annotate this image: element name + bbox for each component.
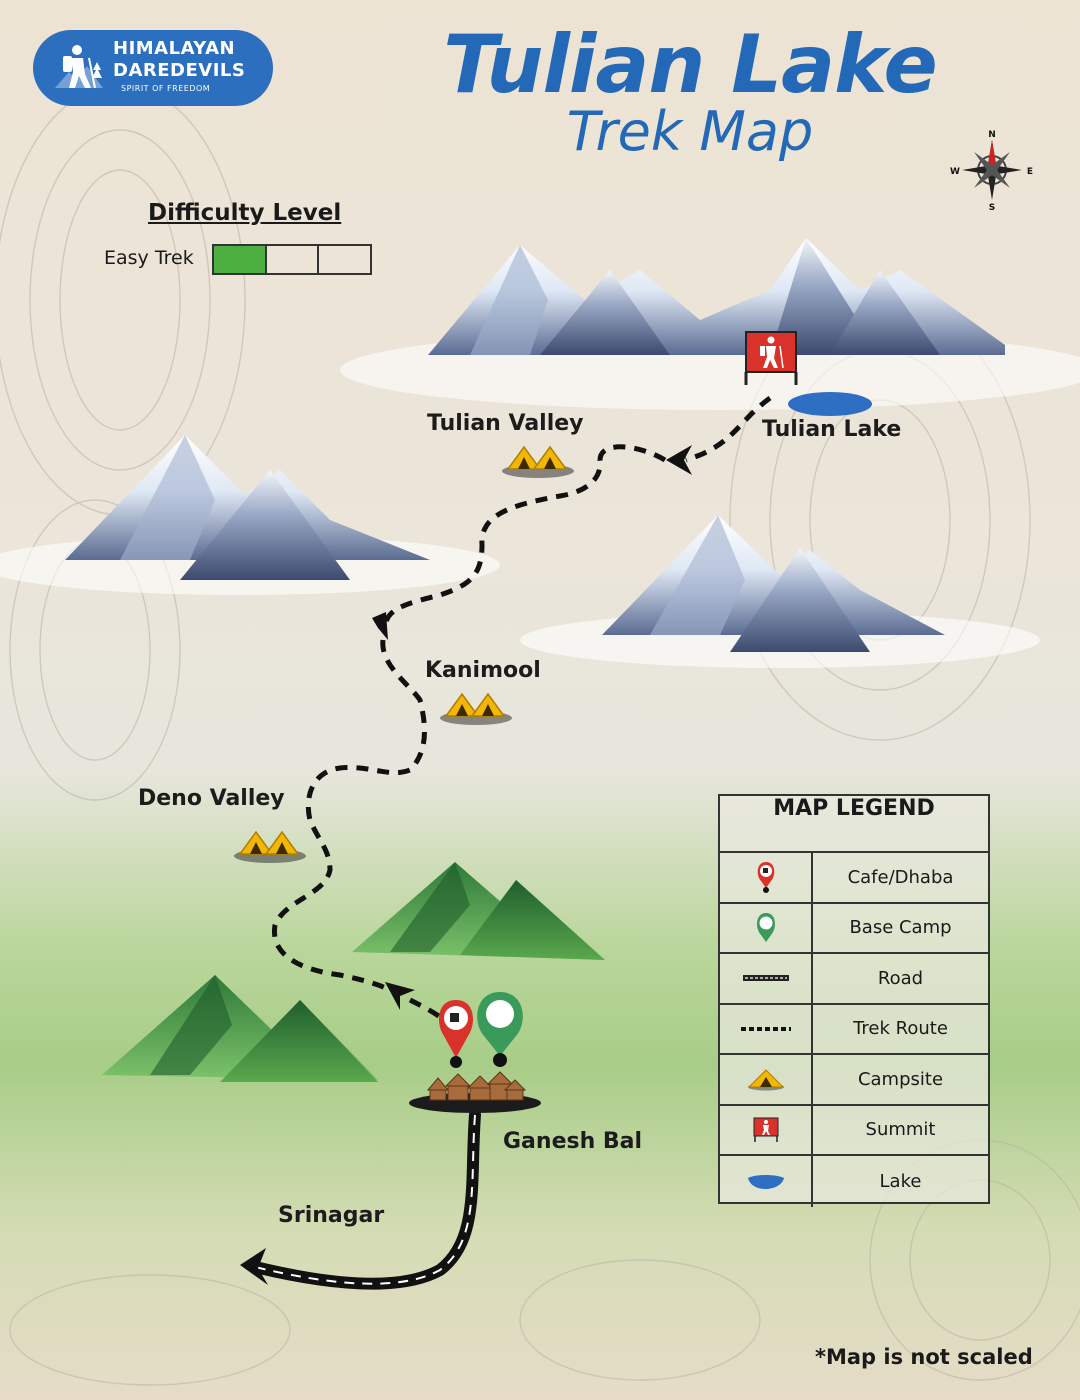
legend-row: Summit: [720, 1105, 988, 1156]
legend-label: Campsite: [857, 1068, 944, 1090]
trek-arrow-icon: [385, 982, 415, 1010]
ganesh-bal-base: [409, 1071, 541, 1113]
trek-arrows: [372, 445, 692, 1010]
label-tulian-valley: Tulian Valley: [427, 411, 584, 436]
compass-s: S: [989, 203, 995, 213]
road-arrow-icon: [240, 1248, 268, 1285]
base-camp-pin-icon: [756, 912, 775, 942]
trek-arrow-icon: [666, 445, 692, 475]
label-ganesh-bal: Ganesh Bal: [503, 1129, 643, 1154]
brand-tagline: SPIRIT OF FREEDOM: [121, 84, 211, 93]
compass-icon: N S E W: [950, 130, 1033, 213]
tulian-lake-icon: [788, 392, 872, 416]
summit-flag-icon: [753, 1117, 778, 1142]
legend-row: Campsite: [720, 1055, 988, 1106]
snow-mountains-west: [65, 435, 430, 580]
trek-arrow-icon: [372, 612, 388, 640]
compass-w: W: [950, 167, 960, 177]
difficulty-heading: Difficulty Level: [148, 200, 342, 226]
compass-e: E: [1027, 167, 1033, 177]
legend-label: Road: [877, 967, 924, 989]
legend-label: Cafe/Dhaba: [847, 866, 954, 888]
difficulty-cell: [319, 246, 370, 273]
legend-label: Base Camp: [849, 917, 952, 939]
label-srinagar: Srinagar: [278, 1203, 385, 1228]
page-title: Tulian Lake: [443, 18, 937, 111]
legend-title: MAP LEGEND: [720, 796, 988, 853]
legend-row: Cafe/Dhaba: [720, 853, 988, 904]
cafe-pin-icon: [439, 1000, 473, 1068]
campsite-icon: [747, 1069, 784, 1091]
cafe-pin-icon: [757, 862, 774, 894]
green-mountains: [102, 862, 605, 1082]
deno-valley-campsite-icon: [233, 831, 307, 864]
snow-mountains-east: [602, 515, 945, 652]
road: [240, 1109, 481, 1290]
tulian-valley-campsite-icon: [501, 446, 575, 479]
brand-logo: HIMALAYAN DAREDEVILS SPIRIT OF FREEDOM: [33, 30, 273, 106]
legend-row: Road: [720, 954, 988, 1005]
label-kanimool: Kanimool: [425, 658, 541, 683]
page-subtitle: Trek Map: [566, 100, 814, 163]
legend-row: Trek Route: [720, 1004, 988, 1055]
trek-route: [271, 395, 772, 1042]
legend-row: Base Camp: [720, 903, 988, 954]
compass-n: N: [988, 130, 996, 140]
road-icon: [742, 975, 789, 982]
difficulty-label: Easy Trek: [104, 247, 194, 269]
legend-label: Summit: [865, 1119, 936, 1141]
trek-route-icon: [740, 1026, 791, 1031]
summit-flag-icon: [744, 331, 798, 385]
label-deno-valley: Deno Valley: [138, 786, 285, 811]
legend-label: Lake: [879, 1170, 922, 1192]
label-tulian-lake: Tulian Lake: [762, 417, 902, 442]
hiker-logo-icon: [55, 45, 103, 89]
lake-icon: [747, 1175, 784, 1190]
difficulty-meter: [212, 244, 372, 275]
difficulty-cell: [214, 246, 267, 273]
difficulty-cell: [267, 246, 320, 273]
kanimool-campsite-icon: [439, 693, 513, 726]
map-legend: MAP LEGEND Cafe/Dhaba Base Camp: [718, 794, 990, 1207]
snow-mountains-north: [428, 238, 1005, 355]
legend-label: Trek Route: [853, 1018, 948, 1040]
brand-line2: DAREDEVILS: [113, 60, 246, 81]
scale-note: *Map is not scaled: [815, 1345, 1033, 1369]
base-camp-pin-icon: [477, 992, 523, 1067]
legend-row: Lake: [720, 1156, 988, 1207]
brand-line1: HIMALAYAN: [113, 38, 236, 59]
